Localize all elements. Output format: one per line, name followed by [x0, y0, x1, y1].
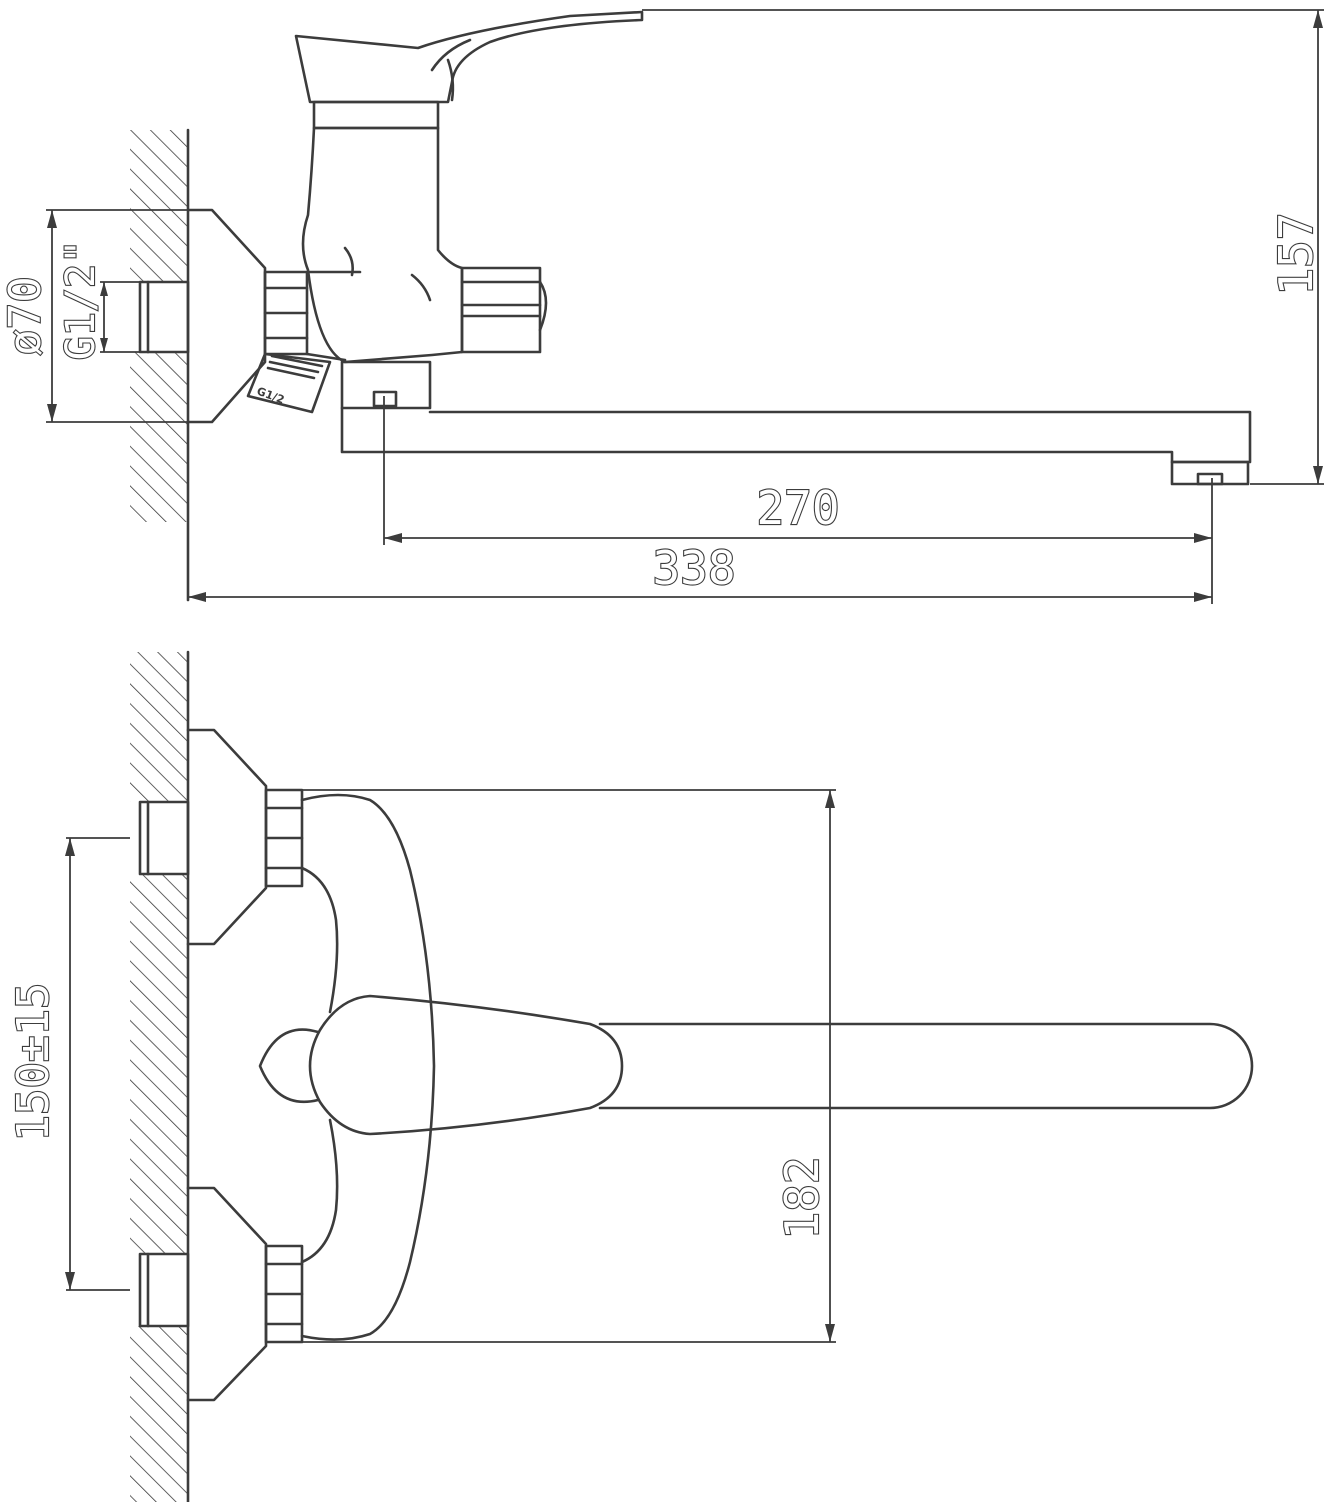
spout-reach-dimension: 270 [383, 396, 1213, 604]
top-view: 182 150±15 [7, 650, 1254, 1502]
flange-diameter-label: ø70 [0, 276, 51, 355]
eccentric-thread-label: G1/2 [255, 385, 286, 407]
body-height-dimension: 182 [302, 789, 836, 1343]
top-lower-inlet [138, 1252, 190, 1328]
flange-diameter-dimension: ø70 [0, 209, 212, 423]
side-spout-base [340, 360, 432, 410]
height-dimension: 157 [642, 9, 1324, 485]
total-reach-dimension: 338 [188, 540, 1212, 602]
top-upper-flange [186, 728, 268, 946]
side-wall [130, 128, 190, 602]
side-inlet-pipe [138, 280, 190, 354]
body-height-label: 182 [775, 1156, 829, 1239]
top-upper-inlet [138, 800, 190, 876]
side-diverter-knob [460, 266, 548, 354]
inlet-spacing-label: 150±15 [8, 983, 59, 1142]
side-handle-lever [294, 10, 644, 104]
side-wall-flange [186, 208, 267, 424]
top-upper-nut [264, 788, 304, 888]
top-body [300, 793, 436, 1341]
spout-reach-label: 270 [756, 481, 839, 535]
inlet-thread-dimension: G1/2" [57, 239, 140, 361]
side-eccentric-nut [263, 270, 309, 356]
top-wall [130, 650, 190, 1502]
inlet-spacing-dimension: 150±15 [7, 837, 130, 1291]
top-handle-lever [308, 994, 624, 1136]
total-reach-label: 338 [652, 541, 735, 595]
side-spout [340, 406, 1252, 464]
side-valve-body [301, 126, 464, 364]
side-view: G1/2 15 [0, 9, 1324, 604]
top-lower-nut [264, 1244, 304, 1344]
top-lower-flange [186, 1186, 268, 1402]
side-handle-collar [312, 100, 440, 130]
height-label: 157 [1269, 212, 1323, 295]
inlet-thread-label: G1/2" [58, 240, 104, 360]
top-spout [598, 1022, 1254, 1110]
